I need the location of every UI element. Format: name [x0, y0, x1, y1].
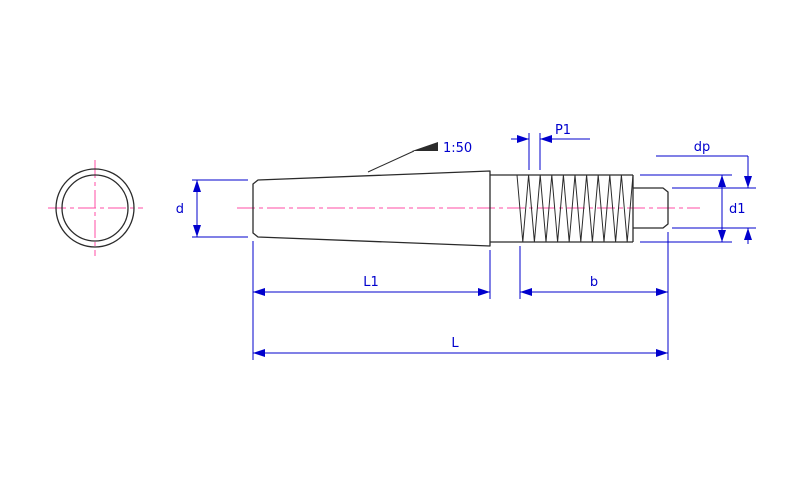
p1-label: P1 — [555, 123, 571, 138]
dp-label: dp — [694, 140, 711, 155]
taper-ratio-label: 1:50 — [443, 141, 472, 156]
side-view — [237, 170, 700, 247]
taper-flag-icon — [412, 142, 438, 151]
pin-end-chamfer-circle — [61, 174, 129, 242]
dimension-dp: dp — [656, 140, 756, 244]
pin-tip-outline — [633, 187, 669, 229]
d1-label: d1 — [729, 202, 746, 217]
l-label: L — [451, 336, 459, 351]
dimension-p1: P1 — [511, 123, 590, 170]
b-label: b — [590, 275, 598, 290]
taper-leader-line — [367, 150, 415, 173]
dimension-l1: L1 — [252, 241, 491, 360]
d-label: d — [176, 202, 184, 217]
end-view — [48, 160, 143, 256]
pin-end-outer-circle — [55, 168, 135, 248]
taper-callout: 1:50 — [367, 141, 472, 173]
dimension-b: b — [519, 232, 669, 360]
thread-profile-zigzag — [516, 174, 634, 243]
dimension-d: d — [176, 179, 248, 238]
taper-body-outline — [252, 170, 491, 247]
dimension-d1: d1 — [640, 174, 746, 243]
dimension-l: L — [253, 336, 668, 357]
l1-label: L1 — [363, 275, 379, 290]
